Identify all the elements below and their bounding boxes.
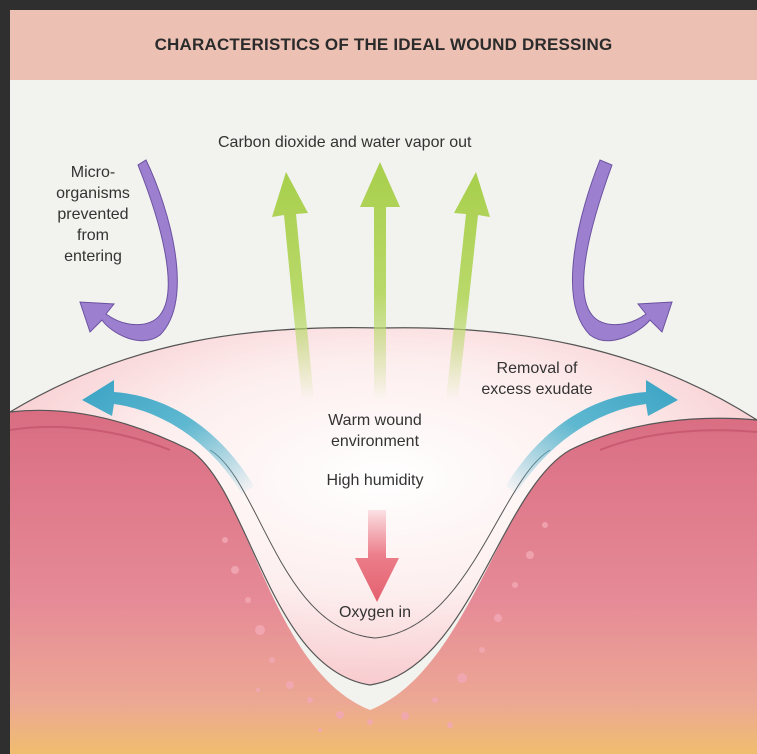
- label-warm-line1: Warm wound: [300, 410, 450, 431]
- label-microorganisms-line4: from: [38, 225, 148, 246]
- micro-arrow-right: [572, 160, 672, 341]
- title-bar: CHARACTERISTICS OF THE IDEAL WOUND DRESS…: [10, 10, 757, 80]
- label-microorganisms-line5: entering: [38, 246, 148, 267]
- label-removal-line2: excess exudate: [462, 379, 612, 400]
- label-removal-exudate: Removal of excess exudate: [462, 358, 612, 400]
- wound-diagram: [10, 10, 757, 754]
- label-microorganisms-line1: Micro-: [38, 162, 148, 183]
- figure-title: CHARACTERISTICS OF THE IDEAL WOUND DRESS…: [155, 35, 613, 55]
- label-microorganisms: Micro- organisms prevented from entering: [38, 162, 148, 267]
- label-warm-line2: environment: [300, 431, 450, 452]
- label-microorganisms-line2: organisms: [38, 183, 148, 204]
- label-removal-line1: Removal of: [462, 358, 612, 379]
- label-warm-environment: Warm wound environment: [300, 410, 450, 452]
- gas-out-arrows: [272, 162, 490, 400]
- label-microorganisms-line3: prevented: [38, 204, 148, 225]
- label-carbon-dioxide: Carbon dioxide and water vapor out: [218, 132, 472, 153]
- label-oxygen-in: Oxygen in: [315, 602, 435, 623]
- label-high-humidity: High humidity: [300, 470, 450, 491]
- wound-dressing-figure: CHARACTERISTICS OF THE IDEAL WOUND DRESS…: [10, 10, 757, 754]
